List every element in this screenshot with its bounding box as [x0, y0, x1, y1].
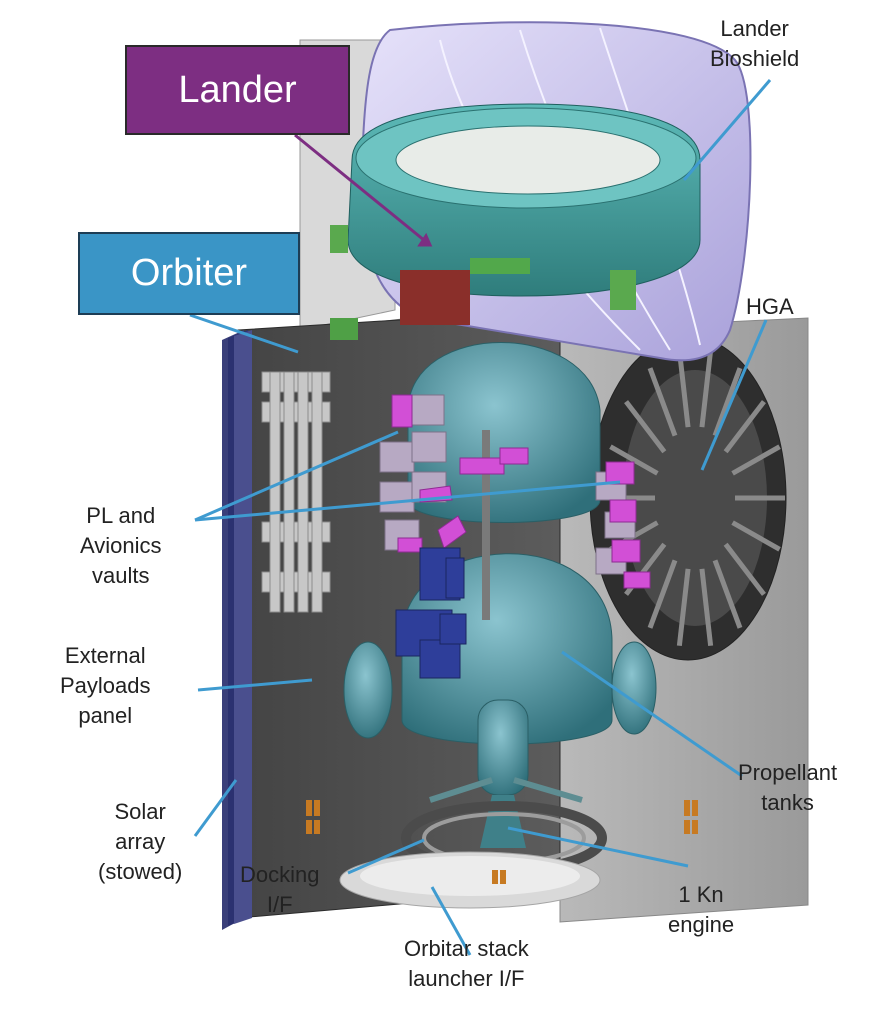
hga-fin	[731, 444, 781, 476]
leader-propellant	[561, 650, 743, 778]
hga-fin	[731, 520, 781, 552]
hga-fin	[647, 367, 678, 437]
leader-lander-head	[417, 232, 433, 247]
label-pl-line2: Avionics	[80, 533, 162, 558]
hga-fin	[676, 568, 691, 647]
hga-fin	[723, 542, 766, 596]
label-pl-line3: vaults	[92, 563, 150, 588]
leader-vault-2	[194, 480, 621, 522]
orbiter-callout-text: Orbiter	[130, 252, 248, 294]
label-pl-line1: PL and	[86, 503, 156, 528]
label-hga: HGA	[746, 292, 794, 322]
hga-fin	[699, 568, 714, 647]
label-orbitar-stack-launcher: Orbitar stack launcher I/F	[404, 934, 529, 994]
hga-fin	[712, 367, 743, 437]
hga-fin	[609, 444, 659, 476]
leader-orbiter	[189, 313, 299, 354]
label-solar-line1: Solar	[114, 799, 166, 824]
label-ext-line1: External	[64, 643, 146, 668]
lander-callout: Lander	[125, 45, 350, 135]
hga-fin	[676, 349, 691, 428]
leader-hga	[700, 319, 768, 471]
leader-payload-panel	[197, 678, 313, 692]
leader-lines	[189, 79, 772, 956]
hga-fin	[624, 400, 667, 454]
label-hga-text: HGA	[746, 294, 794, 319]
label-docking-if: Docking I/F	[240, 860, 319, 920]
leader-solar-array	[193, 779, 238, 837]
radiator-rack	[261, 371, 331, 613]
label-prop-line1: Propellant	[738, 760, 838, 785]
side-tanks	[343, 641, 657, 739]
blue-electronics	[395, 547, 467, 679]
label-propellant-tanks: Propellant tanks	[738, 758, 837, 818]
hga-fin	[712, 559, 743, 629]
label-pl-avionics-vaults: PL and Avionics vaults	[80, 501, 162, 591]
label-docking-line1: Docking	[240, 862, 320, 887]
leader-bioshield	[682, 79, 772, 181]
lander-ring	[347, 103, 701, 297]
label-prop-line2: tanks	[761, 790, 814, 815]
label-ext-line2: Payloads	[60, 673, 151, 698]
label-stack-line2: launcher I/F	[408, 966, 525, 991]
label-lander-bioshield: Lander Bioshield	[710, 14, 799, 74]
label-solar-line2: array	[115, 829, 166, 854]
label-engine-line2: engine	[668, 912, 735, 937]
solar-array-stack	[222, 330, 252, 930]
label-docking-line2: I/F	[266, 892, 293, 917]
orbiter-callout: Orbiter	[78, 232, 300, 315]
hga-fin	[723, 400, 766, 454]
leader-docking	[347, 838, 425, 875]
leader-vault-1	[194, 430, 399, 522]
label-1kn-engine: 1 Kn engine	[668, 880, 734, 940]
label-solar-line3: (stowed)	[98, 859, 183, 884]
label-bioshield-line2: Bioshield	[710, 46, 800, 71]
label-ext-line3: panel	[78, 703, 133, 728]
hga-fin	[699, 349, 714, 428]
leader-lander	[294, 133, 431, 247]
upper-tank	[407, 342, 601, 523]
thruster-clusters	[306, 800, 698, 884]
lander-callout-text: Lander	[178, 68, 297, 111]
label-engine-line1: 1 Kn	[678, 882, 724, 907]
label-solar-array: Solar array (stowed)	[98, 797, 182, 887]
payload-units	[391, 394, 651, 589]
label-bioshield-line1: Lander	[720, 16, 789, 41]
label-stack-line1: Orbitar stack	[404, 936, 529, 961]
leader-engine	[507, 826, 689, 868]
hga-fin	[647, 559, 678, 629]
label-external-payloads-panel: External Payloads panel	[60, 641, 151, 731]
lander-underside	[330, 225, 636, 340]
leader-stack	[430, 886, 472, 956]
launcher-interface	[339, 851, 601, 909]
